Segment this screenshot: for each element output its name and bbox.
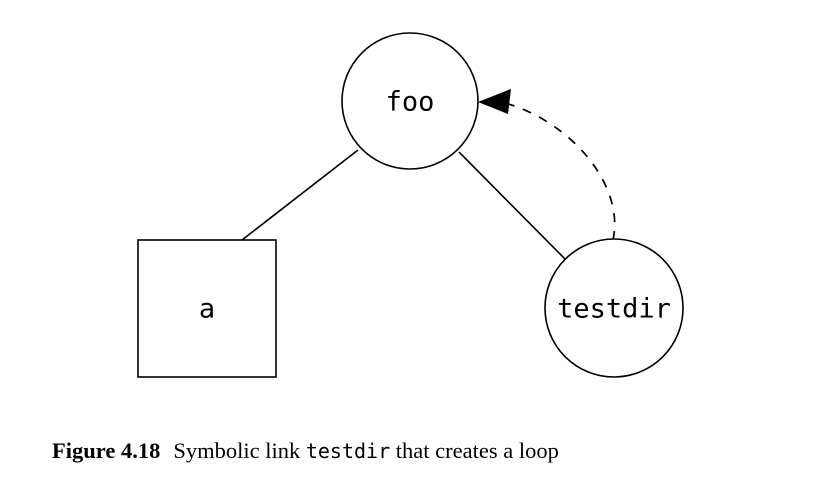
node-a-square[interactable] [137, 239, 277, 378]
node-testdir-label: testdir [557, 294, 671, 325]
arrowhead-icon [478, 89, 511, 114]
node-foo-label: foo [386, 87, 435, 118]
edge-foo-to-a [241, 149, 359, 241]
edge-foo-to-testdir [458, 151, 566, 260]
caption-text-after: that creates a loop [395, 438, 559, 463]
node-foo-circle[interactable] [341, 32, 479, 170]
node-a-label: a [199, 294, 215, 325]
figure-number-label: Figure 4.18 [52, 438, 161, 463]
caption-text-before: Symbolic link [173, 438, 301, 463]
node-testdir-circle[interactable] [544, 238, 684, 378]
edge-testdir-symlink-curve [504, 102, 616, 241]
figure-caption: Figure 4.18 Symbolic link testdir that cr… [52, 437, 792, 465]
caption-mono-term: testdir [305, 439, 391, 463]
